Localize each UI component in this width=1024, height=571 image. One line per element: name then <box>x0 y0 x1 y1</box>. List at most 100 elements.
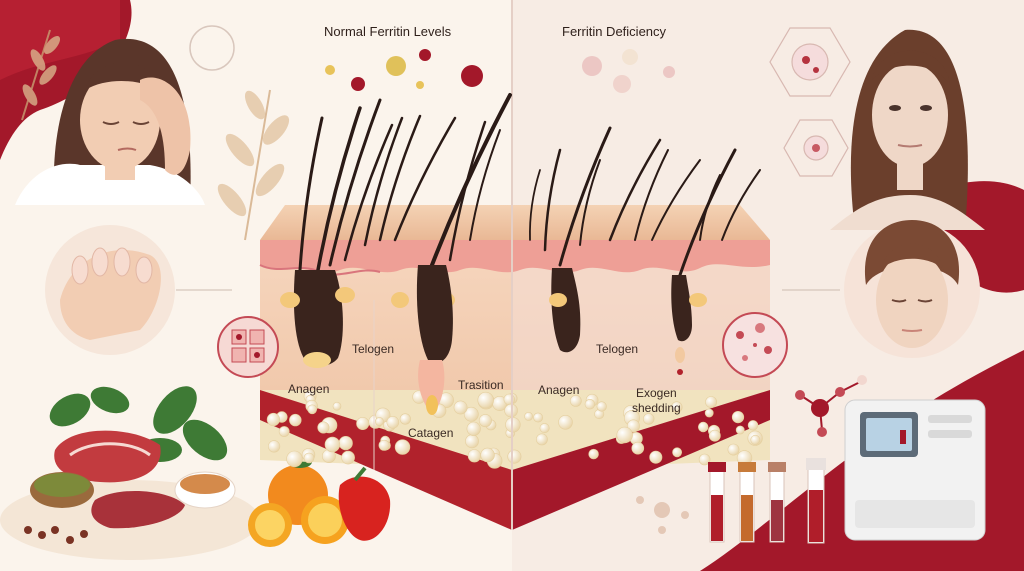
hair-strand <box>448 120 487 262</box>
hair-strand <box>298 116 324 272</box>
fat-globule <box>697 421 709 433</box>
label-telogen-right: Telogen <box>596 342 639 356</box>
fat-globule <box>289 413 302 427</box>
fat-globule <box>672 447 682 458</box>
label-transition: Trasition <box>458 378 504 392</box>
fat-globule <box>708 429 721 442</box>
leaf-sprig-icon <box>21 29 61 121</box>
label-anagen-left: Anagen <box>288 382 330 396</box>
hair-strand <box>393 116 457 242</box>
fat-globule <box>731 411 745 424</box>
fat-globule <box>453 400 468 415</box>
fat-globule <box>704 408 714 418</box>
fat-globule <box>324 436 341 453</box>
fat-globule <box>399 413 411 425</box>
fat-globule <box>705 396 717 408</box>
fat-globule <box>338 436 353 451</box>
lab-equipment-illustration <box>636 375 986 544</box>
leaf-sprig-center-icon <box>217 89 290 241</box>
bubble-decoration <box>189 25 235 71</box>
fat-globule <box>698 453 711 466</box>
fat-globule <box>266 412 281 427</box>
fat-globule <box>735 425 745 435</box>
fat-globule <box>631 441 645 455</box>
fat-globule <box>394 439 411 455</box>
accent-swoosh-left <box>0 0 120 80</box>
fingernails-illustration <box>45 225 175 355</box>
fat-globule <box>727 443 740 456</box>
woman-tired-illustration <box>844 220 980 358</box>
fat-globule <box>268 440 281 453</box>
depleted-ferritin-decoration <box>582 49 675 93</box>
hair-strand <box>469 129 501 241</box>
hair-strand <box>316 106 362 272</box>
fat-globule <box>596 401 607 412</box>
hair-follicles <box>280 265 707 415</box>
fat-globule <box>477 391 494 409</box>
fat-globule <box>747 420 759 431</box>
hair-strand <box>699 174 721 241</box>
hair-strand <box>634 149 669 241</box>
label-catagen: Catagen <box>408 426 454 440</box>
fat-globule <box>480 447 495 463</box>
hair-strand <box>529 169 541 241</box>
ferritin-molecule-decoration <box>325 49 483 91</box>
fruit-vegetable-illustration <box>248 456 391 547</box>
woman-pale-illustration <box>830 29 985 231</box>
fat-globule <box>539 423 550 434</box>
hair-strand <box>363 116 404 247</box>
fat-globule <box>466 421 481 436</box>
hair-strand <box>651 159 701 241</box>
fat-globule <box>503 393 515 406</box>
healthy-cells-magnifier <box>217 316 279 378</box>
fat-globule <box>750 434 761 445</box>
ferritin-deficiency-title: Ferritin Deficiency <box>562 24 667 39</box>
hair-strand <box>558 126 612 267</box>
fat-globule <box>467 449 482 463</box>
fat-globule <box>642 413 655 425</box>
label-shedding: shedding <box>632 401 681 415</box>
fat-globule <box>478 414 492 428</box>
fat-globule <box>463 406 479 422</box>
fat-globule <box>671 401 683 413</box>
hair-strand <box>343 123 394 262</box>
hair-strand <box>608 138 662 242</box>
hair-strand <box>543 148 562 252</box>
fat-cells <box>266 389 763 469</box>
fat-globule <box>303 452 315 464</box>
fat-globule <box>584 399 596 410</box>
fat-globule <box>533 412 543 423</box>
fat-globule <box>507 449 522 464</box>
cell-hexagon-decoration <box>769 27 851 177</box>
fat-globule <box>286 450 303 468</box>
fat-globule <box>356 416 370 430</box>
normal-ferritin-title: Normal Ferritin Levels <box>324 24 452 39</box>
fat-globule <box>536 433 548 446</box>
fat-globule <box>569 394 582 407</box>
label-telogen-left: Telogen <box>352 342 395 356</box>
label-exogen: Exogen <box>636 386 677 400</box>
fat-globule <box>278 426 290 437</box>
fat-globule <box>588 448 599 460</box>
fat-globule <box>465 434 479 449</box>
fat-globule <box>616 426 633 444</box>
label-anagen-right: Anagen <box>538 383 580 397</box>
fat-globule <box>332 401 342 411</box>
deficient-cells-magnifier <box>722 312 788 378</box>
fat-globule <box>386 415 400 429</box>
hair-strand <box>579 159 601 246</box>
fat-globule <box>524 411 533 421</box>
fat-globule <box>341 450 355 465</box>
hair-strand <box>378 114 422 242</box>
hair-shafts <box>298 93 761 277</box>
hair-strand <box>721 169 761 241</box>
fat-globule <box>558 414 573 430</box>
hair-strand <box>328 98 382 267</box>
fat-globule <box>649 450 663 464</box>
fat-globule <box>374 417 384 426</box>
woman-headache-illustration <box>15 38 205 206</box>
iron-rich-food-illustration <box>0 386 260 560</box>
fat-globule <box>378 439 390 451</box>
fat-globule <box>317 421 330 434</box>
